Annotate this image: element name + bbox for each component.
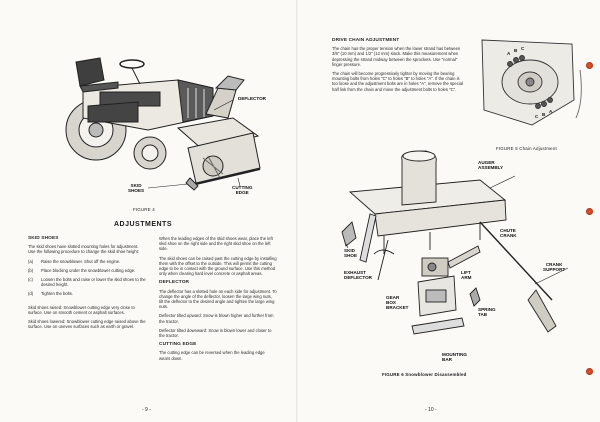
drive-chain-section: DRIVE CHAIN ADJUSTMENT The chain has the… <box>332 38 464 96</box>
binder-hole <box>586 208 593 215</box>
section-title-adjustments: ADJUSTMENTS <box>114 221 173 228</box>
step-label: (b) <box>28 267 34 273</box>
step-a: (a) Raise the snowblower. Shut off the e… <box>28 259 146 264</box>
step-text: Loosen the bolts and raise or lower the … <box>41 277 146 288</box>
callout-skid-shoe: SKID SHOE <box>344 248 358 259</box>
step-c: (c) Loosen the bolts and raise or lower … <box>28 277 146 287</box>
callout-exhaust-deflector: EXHAUST DEFLECTOR <box>344 270 372 281</box>
figure-4-illustration <box>65 57 261 191</box>
figure-5-caption: FIGURE 5 Chain Adjustment <box>496 146 557 151</box>
figure-5-hole-label: C <box>535 114 539 119</box>
step-text: Raise the snowblower. Shut off the engin… <box>41 258 121 264</box>
left-column-1: SKID SHOES The skid shoes have slotted m… <box>28 236 146 333</box>
drive-chain-tension-text: The chain has the proper tension when th… <box>332 46 461 67</box>
page-number-left: - 9 - <box>142 407 151 413</box>
figure-5-hole-label: C <box>521 46 525 51</box>
deflector-up-text: Deflector tilted upward: Snow is blown h… <box>159 313 274 324</box>
binder-hole <box>586 62 593 69</box>
figure-4-caption: FIGURE 4 <box>133 207 155 212</box>
callout-chute-crank: CHUTE CRANK <box>500 228 517 239</box>
figure-5-hole-label: A <box>549 109 553 114</box>
skid-shoe-offset-text: The skid shoes can be raised past the cu… <box>159 255 277 277</box>
figure-5-hole-label: A <box>507 51 511 56</box>
callout-gear-box-bracket: GEAR BOX BRACKET <box>386 295 409 311</box>
callout-mounting-bar: MOUNTING BAR <box>442 352 468 363</box>
skid-shoes-lowered-note: Skid shoes lowered: Snowblower cutting e… <box>28 319 146 330</box>
heading-deflector: DEFLECTOR <box>159 280 190 286</box>
skid-shoes-intro: The skid shoes have slotted mounting hol… <box>28 244 140 255</box>
skid-shoe-wear-text: When the leading edges of the skid shoes… <box>159 236 273 252</box>
callout-crank-support: CRANK SUPPORT <box>543 262 566 273</box>
left-page: DEFLECTOR SKID SHOES CUTTING EDGE FIGURE… <box>0 0 298 422</box>
callout-auger-assembly: AUGER ASSEMBLY <box>478 160 504 171</box>
right-page: DRIVE CHAIN ADJUSTMENT The chain has the… <box>300 0 600 422</box>
heading-cutting-edge: CUTTING EDGE <box>159 342 197 348</box>
step-label: (c) <box>28 277 33 283</box>
page-number-right: - 10 - <box>425 407 437 413</box>
deflector-down-text: Deflector tilted downward: Snow is blown… <box>159 327 272 339</box>
step-text: Tighten the bolts. <box>41 291 73 297</box>
deflector-adjust-text: The deflector has a slotted hole on each… <box>159 288 277 310</box>
callout-deflector: DEFLECTOR <box>238 96 266 101</box>
callout-lift-arm: LIFT ARM <box>461 270 472 281</box>
step-label: (a) <box>28 258 34 264</box>
callout-skid-shoes: SKID SHOES <box>128 183 145 194</box>
step-d: (d) Tighten the bolts. <box>28 291 146 296</box>
callout-cutting-edge: CUTTING EDGE <box>232 185 253 196</box>
heading-drive-chain: DRIVE CHAIN ADJUSTMENT <box>332 38 400 43</box>
step-text: Place blocking under the snowblower cutt… <box>41 267 136 273</box>
drive-chain-bolts-text: The chain will become progressively tigh… <box>332 71 464 92</box>
cutting-edge-text: The cutting edge can be reversed when th… <box>159 350 265 361</box>
step-label: (d) <box>28 291 34 297</box>
figure-6-illustration <box>341 150 569 335</box>
figure-5-illustration: A B C C B A <box>481 39 582 126</box>
skid-shoes-raised-note: Skid shoes raised: Snowblower cutting ed… <box>28 304 135 315</box>
left-column-2: When the leading edges of the skid shoes… <box>159 236 277 365</box>
figure-5-hole-label: B <box>514 48 518 53</box>
binder-hole <box>586 368 593 375</box>
callout-spring-tab: SPRING TAB <box>478 307 496 318</box>
book-gutter <box>296 0 302 422</box>
figure-6-caption: FIGURE 6 Snowblower Disassembled <box>382 372 467 377</box>
step-b: (b) Place blocking under the snowblower … <box>28 268 146 273</box>
figure-5-hole-label: B <box>542 112 546 117</box>
heading-skid-shoes: SKID SHOES <box>28 236 59 241</box>
